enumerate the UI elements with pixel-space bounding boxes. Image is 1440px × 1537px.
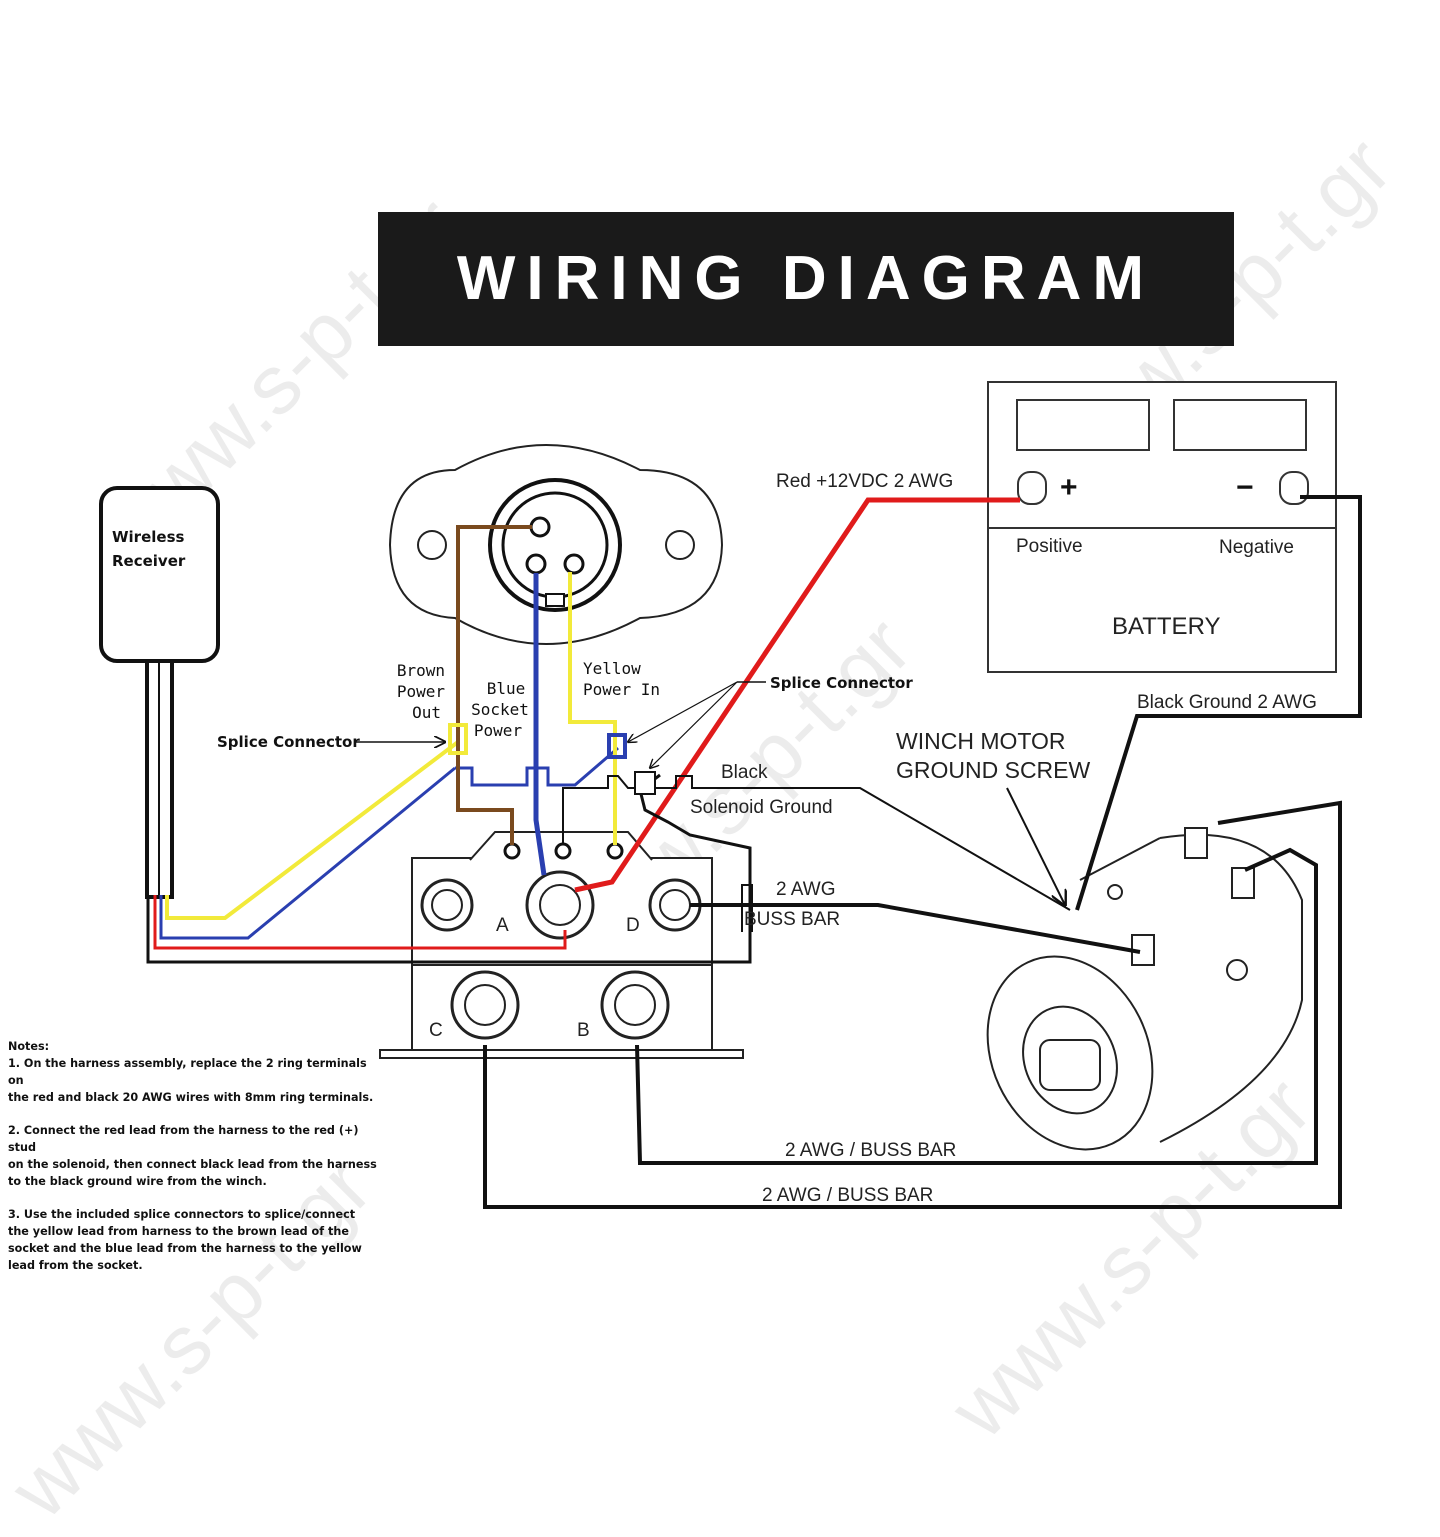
battery bbox=[987, 381, 1337, 673]
awg-label-line2: BUSS BAR bbox=[744, 909, 840, 930]
brown-label-line3: Out bbox=[412, 703, 441, 722]
winch-label-line1: WINCH MOTOR bbox=[896, 728, 1066, 754]
terminal-c-label: C bbox=[429, 1020, 443, 1041]
solenoid bbox=[379, 831, 744, 1059]
blue-socket-wire bbox=[533, 573, 547, 876]
black-harness-wire bbox=[146, 773, 752, 964]
note-3: 3. Use the included splice connectors to… bbox=[8, 1208, 362, 1272]
black-label-line1: Black bbox=[721, 762, 768, 783]
note-1: 1. On the harness assembly, replace the … bbox=[8, 1057, 374, 1104]
annotation-arrows bbox=[356, 681, 1065, 905]
title-banner: WIRING DIAGRAM bbox=[378, 212, 1234, 346]
buss-bar-b-wire bbox=[635, 847, 1318, 1165]
terminal-b-label: B bbox=[577, 1020, 590, 1041]
winch-motor bbox=[986, 827, 1303, 1151]
blue-harness-wire bbox=[159, 766, 456, 940]
wiring-diagram: www.s-p-t.gr www.s-p-t.gr www.s-p-t.gr w… bbox=[0, 119, 1409, 1535]
blue-splice-path bbox=[455, 746, 619, 787]
black-label-line2: Solenoid Ground bbox=[690, 797, 833, 818]
wires bbox=[146, 495, 1362, 1209]
receiver-label-line2: Receiver bbox=[112, 552, 186, 570]
socket bbox=[388, 444, 724, 645]
yellow-harness-wire bbox=[165, 740, 460, 920]
brown-label-line1: Brown bbox=[397, 661, 445, 680]
splice-connector-right-label: Splice Connector bbox=[770, 674, 913, 692]
buss-bar-label-2: 2 AWG / BUSS BAR bbox=[762, 1185, 933, 1206]
blue-label-line2: Socket bbox=[471, 700, 529, 719]
page-title: WIRING DIAGRAM bbox=[456, 244, 1156, 313]
battery-label: BATTERY bbox=[1112, 613, 1220, 640]
yellow-label-line1: Yellow bbox=[583, 659, 641, 678]
red-main-wire bbox=[574, 497, 1020, 893]
black-ground-label: Black Ground 2 AWG bbox=[1137, 692, 1317, 713]
yellow-socket-wire bbox=[568, 572, 617, 845]
winch-label-line2: GROUND SCREW bbox=[896, 757, 1091, 783]
buss-bar-c-wire bbox=[483, 800, 1342, 1209]
diagram-canvas: Wireless Receiver Brown Power Out Blue S… bbox=[99, 381, 1362, 1209]
labels: Wireless Receiver Brown Power Out Blue S… bbox=[112, 471, 1317, 1206]
terminal-d-label: D bbox=[626, 915, 640, 936]
blue-label-line3: Power bbox=[474, 721, 523, 740]
red-harness-wire bbox=[153, 895, 567, 950]
brown-label-line2: Power bbox=[397, 682, 446, 701]
brown-wire bbox=[456, 525, 532, 845]
awg-label-line1: 2 AWG bbox=[776, 879, 835, 900]
splice-connector-left-label: Splice Connector bbox=[217, 733, 360, 751]
battery-positive-label: Positive bbox=[1016, 536, 1083, 557]
black-ground-wire bbox=[1075, 495, 1362, 911]
battery-plus: + bbox=[1060, 471, 1078, 504]
note-2: 2. Connect the red lead from the harness… bbox=[8, 1124, 377, 1188]
blue-label-line1: Blue bbox=[487, 679, 526, 698]
notes-title: Notes: bbox=[8, 1040, 50, 1053]
receiver-label-line1: Wireless bbox=[112, 528, 185, 546]
battery-minus: − bbox=[1236, 471, 1254, 504]
terminal-a-label: A bbox=[496, 915, 509, 936]
battery-negative-label: Negative bbox=[1219, 537, 1294, 558]
red-wire-label: Red +12VDC 2 AWG bbox=[776, 471, 953, 492]
wireless-receiver bbox=[99, 486, 220, 899]
yellow-label-line2: Power In bbox=[583, 680, 660, 699]
buss-bar-label-1: 2 AWG / BUSS BAR bbox=[785, 1140, 956, 1161]
notes: Notes: 1. On the harness assembly, repla… bbox=[8, 1038, 378, 1290]
